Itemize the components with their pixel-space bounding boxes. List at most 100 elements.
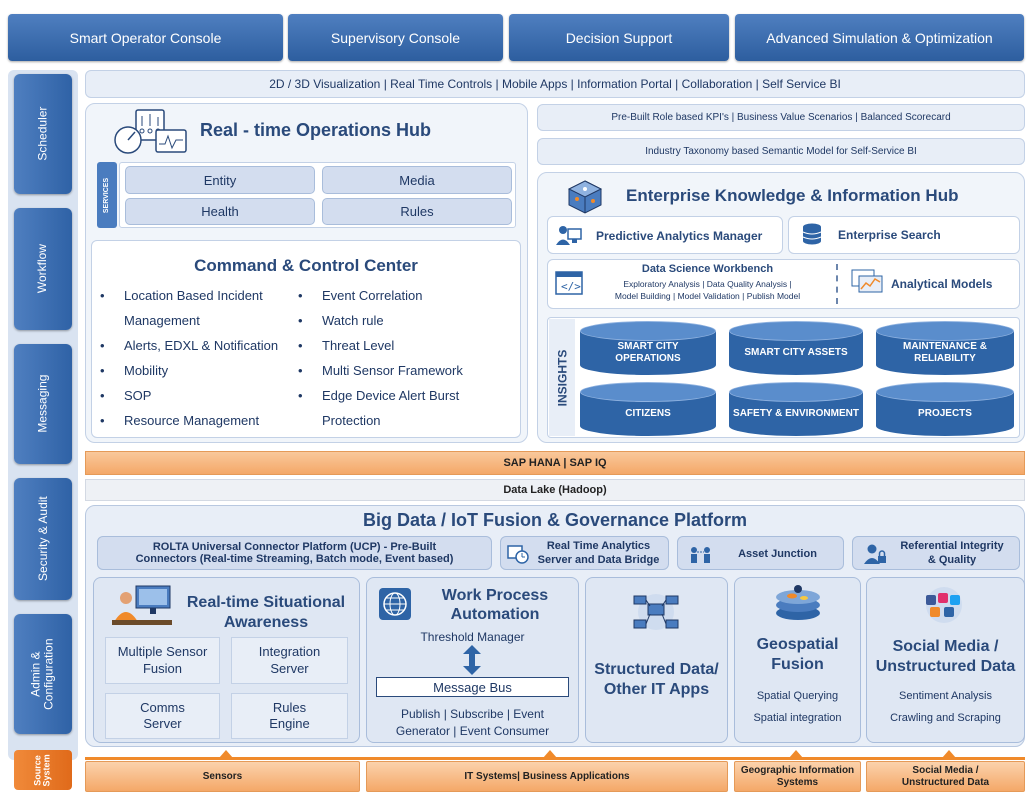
insights-label: INSIGHTS (549, 319, 575, 436)
data-science-workbench-box (547, 259, 1020, 309)
predictive-analytics-box[interactable] (547, 216, 783, 254)
ekih-title: Enterprise Knowledge & Information Hub (626, 186, 959, 205)
insight-smart-city-assets[interactable]: SMART CITY ASSETS (729, 321, 863, 375)
decision-support-button[interactable]: Decision Support (509, 14, 729, 61)
list-item: Management (124, 313, 200, 328)
network-computers-icon (630, 590, 682, 634)
dashboard-gauge-icon (110, 108, 192, 156)
list-item: •Alerts, EDXL & Notification (100, 338, 279, 353)
dsw-line-1: Exploratory Analysis | Data Quality Anal… (623, 279, 792, 289)
sidebar-item-label: Messaging (35, 374, 50, 434)
up-arrow-icon (942, 750, 956, 758)
sidebar-item-admin-configuration[interactable]: Admin & Configuration (14, 614, 72, 734)
ucp-line-2: Connectors (Real-time Streaming, Batch m… (135, 553, 454, 565)
insight-citizens[interactable]: CITIZENS (580, 382, 716, 436)
asset-junction-label: Asset Junction (738, 548, 817, 560)
list-item: •Location Based Incident (100, 288, 263, 303)
list-item: •Mobility (100, 363, 169, 378)
code-window-icon: </> (555, 271, 583, 295)
service-health[interactable]: Health (125, 198, 315, 225)
insight-smart-city-operations[interactable]: SMART CITY OPERATIONS (580, 321, 716, 375)
up-arrow-icon (789, 750, 803, 758)
list-item: •Event Correlation (298, 288, 423, 303)
ccc-right-list: •Event Correlation •Watch rule •Threat L… (298, 283, 518, 433)
divider (836, 264, 838, 304)
supervisory-console-button[interactable]: Supervisory Console (288, 14, 503, 61)
sidebar-item-label: Security & Audit (35, 496, 50, 582)
list-item: •Threat Level (298, 338, 395, 353)
service-rules[interactable]: Rules (322, 198, 512, 225)
smart-operator-console-button[interactable]: Smart Operator Console (8, 14, 283, 61)
ccc-left-list: •Location Based Incident Management •Ale… (100, 283, 300, 433)
service-entity[interactable]: Entity (125, 166, 315, 194)
double-arrow-icon (462, 645, 482, 675)
sentiment-analysis-label: Sentiment Analysis (899, 690, 992, 702)
sidebar-item-label: Workflow (35, 244, 50, 294)
insight-safety-environment[interactable]: SAFETY & ENVIRONMENT (729, 382, 863, 436)
asset-junction-box[interactable]: Asset Junction (677, 536, 844, 570)
services-label: SERVICES (97, 162, 117, 228)
list-item: Protection (322, 413, 381, 428)
source-it-systems[interactable]: IT Systems| Business Applications (366, 761, 728, 792)
chart-icon (850, 268, 884, 294)
analytics-server-icon (507, 544, 529, 564)
list-item: •SOP (100, 388, 152, 403)
structured-data-title: Structured Data/Other IT Apps (594, 661, 719, 698)
ucp-box[interactable]: ROLTA Universal Connector Platform (UCP)… (97, 536, 492, 570)
social-apps-icon (918, 585, 970, 627)
advanced-simulation-button[interactable]: Advanced Simulation & Optimization (735, 14, 1024, 61)
referential-integrity-box[interactable]: Referential Integrity & Quality (852, 536, 1020, 570)
ref-line-2: & Quality (927, 554, 977, 566)
taxonomy-strip: Industry Taxonomy based Semantic Model f… (537, 138, 1025, 165)
people-network-icon (688, 544, 714, 564)
message-bus-box[interactable]: Message Bus (376, 677, 569, 697)
list-item: •Resource Management (100, 413, 260, 428)
globe-icon (377, 586, 413, 622)
insight-maintenance-reliability[interactable]: MAINTENANCE & RELIABILITY (876, 321, 1014, 375)
sidebar-item-security-audit[interactable]: Security & Audit (14, 478, 72, 600)
analytical-models-label[interactable]: Analytical Models (891, 277, 993, 291)
ucp-line-1: ROLTA Universal Connector Platform (UCP)… (152, 541, 437, 553)
dsw-title: Data Science Workbench (641, 263, 774, 275)
sidebar-item-messaging[interactable]: Messaging (14, 344, 72, 464)
visualization-strip: 2D / 3D Visualization | Real Time Contro… (85, 70, 1025, 98)
database-icon (802, 223, 822, 245)
knowledge-cube-icon (565, 177, 605, 215)
dsw-line-2: Model Building | Model Validation | Publ… (614, 291, 801, 301)
spatial-integration-label: Spatial integration (753, 712, 842, 724)
rta-line-1: Real Time Analytics (546, 540, 651, 552)
rta-line-2: Server and Data Bridge (537, 554, 660, 566)
sidebar-item-workflow[interactable]: Workflow (14, 208, 72, 330)
orange-connector-line (85, 757, 1025, 760)
sidebar-item-label: Admin & Configuration (28, 638, 57, 710)
ccc-title: Command & Control Center (194, 256, 418, 275)
ref-line-1: Referential Integrity (900, 540, 1004, 552)
crawling-scraping-label: Crawling and Scraping (890, 712, 1001, 724)
rta-box[interactable]: Real Time Analytics Server and Data Brid… (500, 536, 669, 570)
kpi-strip: Pre-Built Role based KPI's | Business Va… (537, 104, 1025, 131)
source-sensors[interactable]: Sensors (85, 761, 360, 792)
list-item: •Multi Sensor Framework (298, 363, 463, 378)
up-arrow-icon (543, 750, 557, 758)
list-item: •Edge Device Alert Burst (298, 388, 460, 403)
svg-text:</>: </> (561, 280, 581, 293)
threshold-manager-label: Threshold Manager (420, 630, 525, 644)
insight-projects[interactable]: PROJECTS (876, 382, 1014, 436)
service-media[interactable]: Media (322, 166, 512, 194)
roh-title: Real - time Operations Hub (200, 120, 432, 140)
source-social-media[interactable]: Social Media /Unstructured Data (866, 761, 1025, 792)
enterprise-search-box[interactable] (788, 216, 1020, 254)
command-control-center (91, 240, 521, 438)
sidebar-item-scheduler[interactable]: Scheduler (14, 74, 72, 194)
list-item: •Watch rule (298, 313, 384, 328)
sap-hana-bar: SAP HANA | SAP IQ (85, 451, 1025, 475)
